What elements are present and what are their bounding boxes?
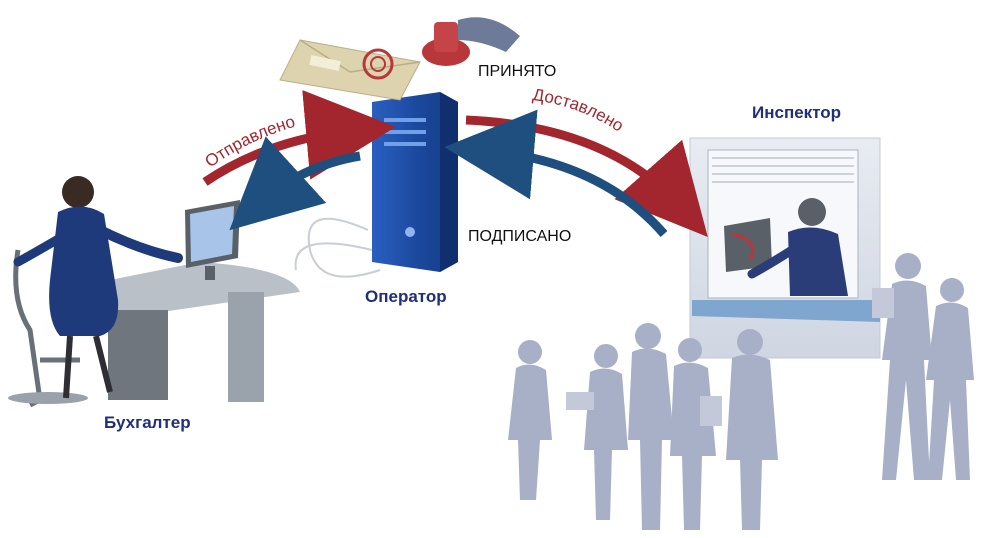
return-arrow-left	[229, 136, 361, 231]
accountant-figure	[13, 176, 183, 399]
monitor-icon	[724, 218, 772, 272]
delivered-arrow	[465, 115, 708, 238]
monitor-icon	[185, 200, 240, 280]
server-tower-icon	[372, 92, 458, 272]
stamp-icon	[422, 17, 520, 66]
visitor-figure	[872, 253, 932, 480]
status-signed-label: ПОДПИСАНО	[468, 228, 572, 245]
operator-server	[294, 92, 458, 278]
visitor-figure	[508, 340, 552, 500]
booth-counter	[692, 300, 880, 322]
inspector-booth	[689, 137, 881, 359]
visitor-figure	[670, 338, 722, 530]
accountant-workstation	[8, 176, 300, 408]
accountant-label: Бухгалтер	[104, 413, 191, 432]
visitor-figure	[628, 323, 674, 530]
server-cable	[294, 242, 373, 271]
visitor-figure	[566, 344, 628, 520]
desk-cabinet	[108, 310, 168, 400]
window-blinds	[712, 157, 854, 183]
operator-label: Оператор	[365, 287, 447, 306]
visitor-figure	[726, 329, 778, 530]
desk-leg	[228, 292, 264, 402]
visitors-queue	[508, 253, 974, 530]
server-cable	[307, 217, 381, 278]
envelope-icon	[279, 39, 421, 101]
signed-arrow	[444, 109, 668, 237]
status-accepted-label: ПРИНЯТО	[478, 63, 557, 80]
desk	[100, 262, 300, 318]
visitor-figure	[926, 278, 974, 480]
chair-base	[8, 392, 88, 404]
inspector-figure	[747, 198, 848, 296]
inspector-label: Инспектор	[752, 103, 842, 122]
